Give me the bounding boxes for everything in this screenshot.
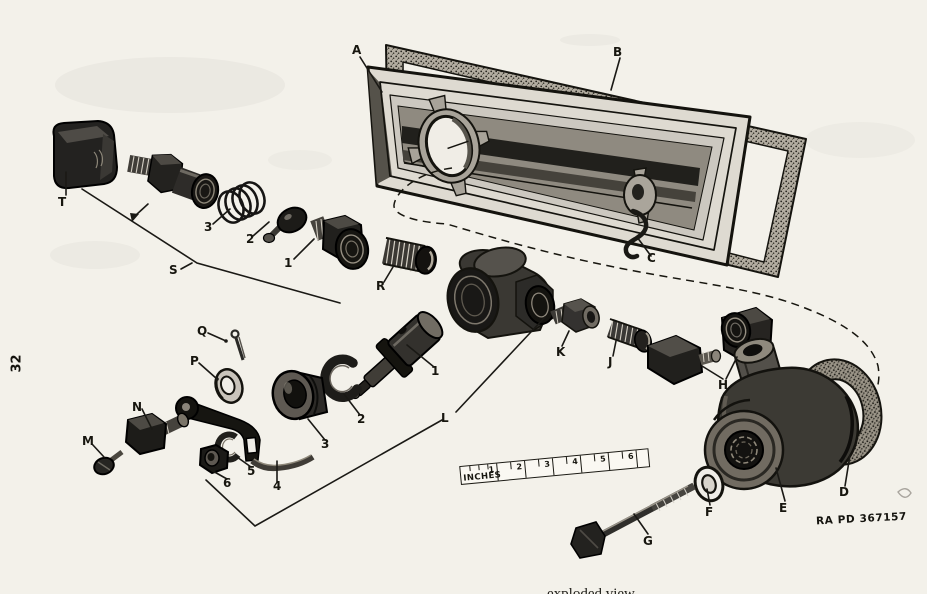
- callout-R: R: [376, 279, 386, 293]
- washer-p-drawing: [214, 368, 244, 404]
- ruler-tick-4: 4: [571, 456, 579, 466]
- bolt-g-drawing: [570, 482, 696, 559]
- adapter-fitting-drawing: [127, 153, 220, 209]
- bushing-k-drawing: [550, 298, 600, 333]
- scan-noise: [50, 34, 915, 498]
- caption-fragment: exploded view: [547, 586, 635, 594]
- spring-drawing: [217, 181, 266, 224]
- nipple-r-drawing: [381, 236, 437, 275]
- ruler-tick-1: 1: [488, 464, 495, 474]
- callout-P: P: [190, 354, 199, 368]
- ruler-tick-3: 3: [543, 459, 551, 469]
- part-number: 2: [246, 232, 255, 246]
- callout-C: C: [647, 251, 656, 265]
- page-number: 32: [9, 354, 25, 373]
- horseshoe-ring-drawing: [320, 354, 362, 402]
- callout-T: T: [58, 195, 67, 209]
- lever-arm-drawing: [175, 396, 315, 472]
- callout-L: L: [441, 411, 449, 425]
- hex-fitting-arrow: [135, 203, 149, 216]
- callout-D: D: [839, 485, 849, 499]
- callout-S: S: [169, 263, 178, 277]
- callout-J: J: [608, 355, 613, 369]
- cover-plate-drawing: [366, 65, 752, 267]
- callout-B: B: [613, 45, 623, 59]
- part-number: 4: [273, 479, 282, 493]
- packing-nut-drawing: [271, 369, 329, 421]
- leader-lines: [65, 56, 851, 535]
- tee-body-drawing: [446, 246, 556, 340]
- callout-N: N: [132, 400, 143, 414]
- scan-smudge: [897, 488, 912, 498]
- callout-F: F: [705, 505, 714, 519]
- ruler-tick-5: 5: [599, 453, 607, 464]
- nut-6-drawing: [198, 443, 230, 475]
- part-number: 3: [321, 437, 330, 451]
- cover-hole: [407, 94, 490, 197]
- poppet-valve-drawing: [262, 206, 308, 244]
- callout-H: H: [718, 378, 729, 392]
- part-number: 5: [247, 464, 256, 478]
- callout-E: E: [779, 501, 788, 515]
- filter-body-e-drawing: [703, 337, 860, 491]
- part-number: 1: [284, 256, 293, 270]
- part-number: 6: [223, 476, 232, 490]
- cap-drawing: [52, 119, 119, 190]
- ruler-tick-2: 2: [516, 461, 523, 472]
- screw-m-drawing: [93, 450, 124, 476]
- part-number: 2: [357, 412, 366, 426]
- hex-fitting-arrowhead: [130, 213, 139, 222]
- seat-fitting-drawing: [310, 214, 370, 270]
- washer-f-drawing: [693, 465, 725, 503]
- retainer-clip-drawing: [623, 208, 649, 260]
- callout-Q: Q: [197, 324, 208, 338]
- callout-A: A: [352, 43, 362, 57]
- part-number: 1: [431, 364, 440, 378]
- assembly-dashed-outline: [393, 167, 880, 428]
- shaft-n-drawing: [124, 412, 190, 456]
- part-number: 3: [204, 220, 213, 234]
- ruler-tick-6: 6: [627, 451, 635, 461]
- pin-q-drawing: [230, 329, 246, 361]
- ruler-unit-label: INCHES: [462, 470, 502, 484]
- callout-M: M: [82, 434, 94, 448]
- callout-K: K: [556, 345, 566, 359]
- square-elbow-drawing: [647, 334, 722, 386]
- callout-G: G: [643, 534, 653, 548]
- valve-stem-drawing: [349, 311, 444, 400]
